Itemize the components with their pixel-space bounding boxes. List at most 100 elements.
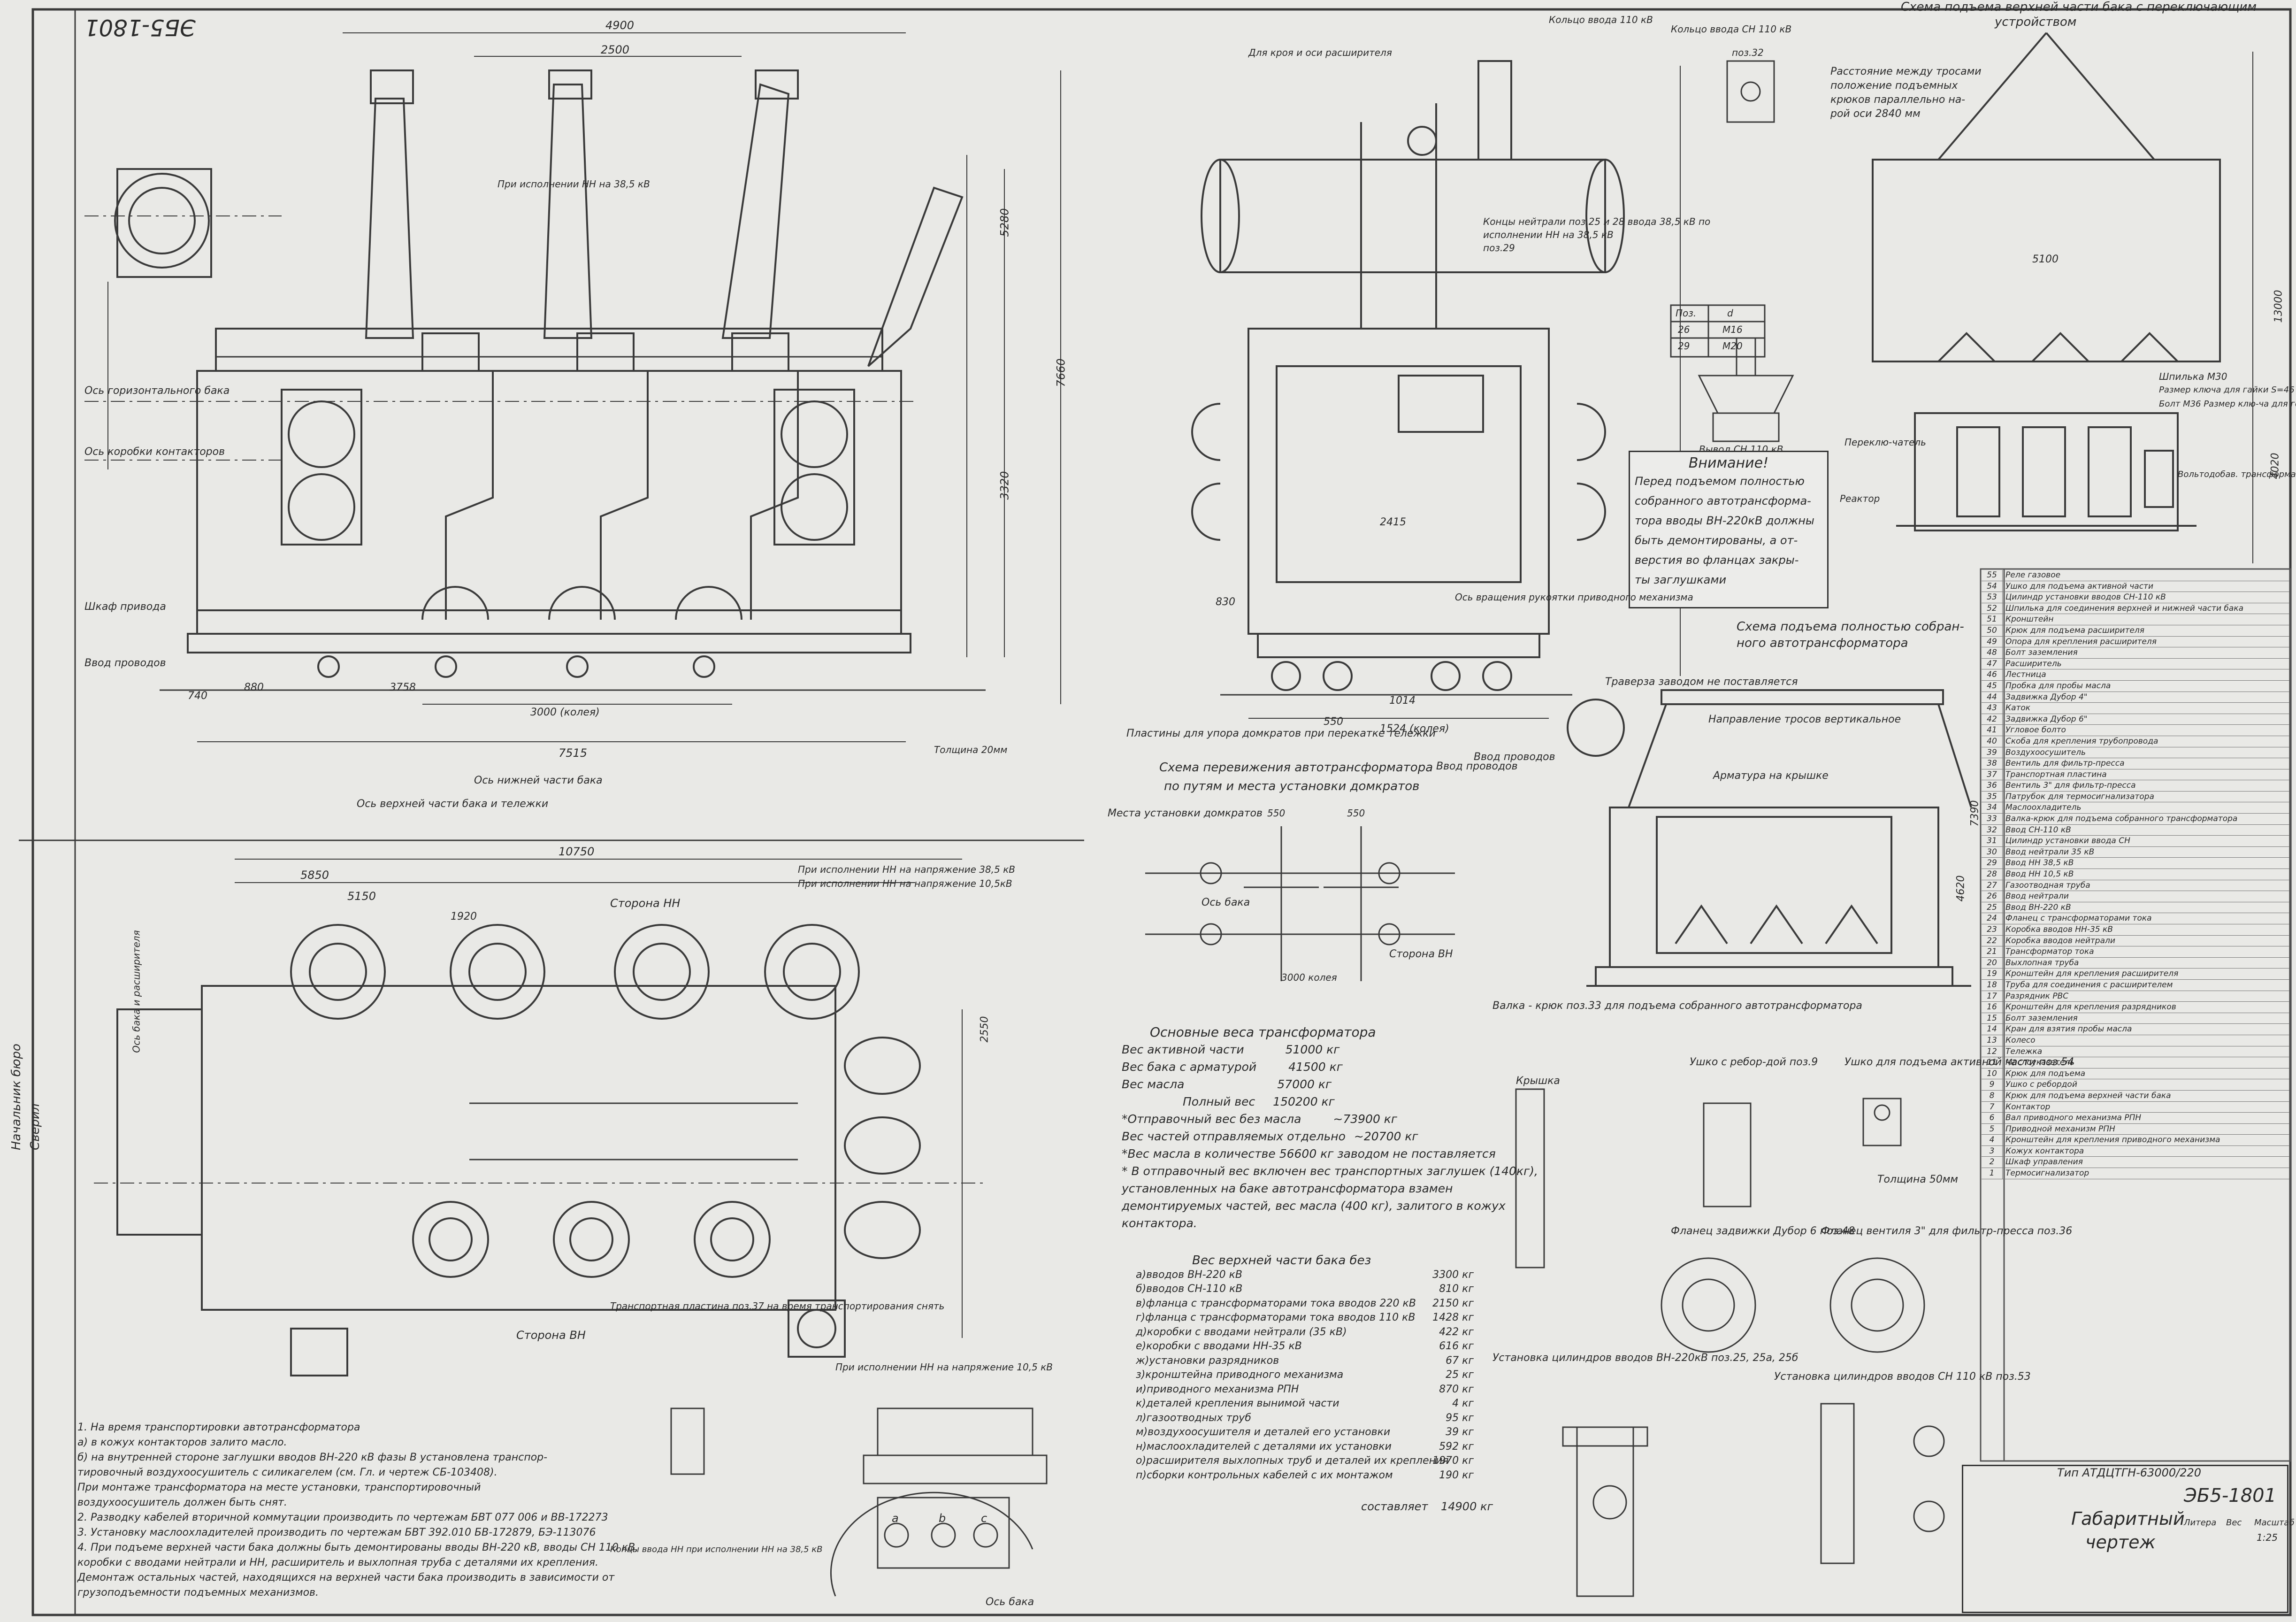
side-input-label: Ввод проводов bbox=[1474, 751, 1555, 763]
plan-nn-note-2: При исполнении НН на напряжение 10,5кВ bbox=[798, 878, 1012, 889]
upper-value: 39 кг bbox=[1446, 1426, 1474, 1438]
weight-line: установленных на баке автотрансформатора… bbox=[1122, 1180, 1544, 1197]
side-table-cell: М16 bbox=[1722, 324, 1743, 335]
full-scheme-title-1: Схема подъема полностью собран- bbox=[1737, 620, 1964, 634]
top-scheme-note-2: положение подъемных bbox=[1830, 80, 1958, 92]
side-dim-1014: 1014 bbox=[1389, 695, 1416, 707]
stamp-number: ЭБ5-1801 bbox=[84, 14, 196, 40]
front-dim-4900: 4900 bbox=[605, 19, 635, 32]
weight-line: Вес частей отправляемых отдельно ~20700 … bbox=[1122, 1128, 1544, 1145]
note-line: 4. При подъеме верхней части бака должны… bbox=[77, 1542, 639, 1553]
warning-line: Перед подъемом полностью bbox=[1635, 475, 1805, 488]
full-scheme-fitting: Арматура на крышке bbox=[1713, 770, 1829, 782]
bottom-notes: 1. На время транспортировки автотрансфор… bbox=[77, 1420, 781, 1600]
upper-label: б)вводов СН-110 кВ bbox=[1136, 1283, 1243, 1295]
upper-label: з)кронштейна приводного механизма bbox=[1136, 1369, 1344, 1381]
detail-phase-b: b bbox=[939, 1512, 946, 1525]
upper-label: в)фланца с трансформаторами тока вводов … bbox=[1136, 1297, 1416, 1309]
front-dim-3758: 3758 bbox=[390, 682, 416, 693]
parts-list-frame bbox=[1980, 568, 2291, 1462]
plan-dim-10750: 10750 bbox=[559, 845, 595, 858]
front-upper-axis: Ось верхней части бака и тележки bbox=[357, 798, 549, 810]
upper-value: 1428 кг bbox=[1432, 1312, 1474, 1323]
front-dim-5280: 5280 bbox=[998, 208, 1011, 237]
upper-label: д)коробки с вводами нейтрали (35 кВ) bbox=[1136, 1326, 1347, 1338]
upper-line: о)расширителя выхлопных труб и деталей и… bbox=[1136, 1454, 1474, 1468]
side-table-cell: 26 bbox=[1678, 324, 1690, 335]
weight-line: Вес масла 57000 кг bbox=[1122, 1076, 1544, 1093]
full-scheme-title-2: ного автотрансформатора bbox=[1737, 636, 1908, 650]
weight-label: Полный вес bbox=[1183, 1095, 1255, 1108]
side-dim-2415: 2415 bbox=[1380, 516, 1406, 528]
weight-label: Вес масла bbox=[1122, 1077, 1185, 1091]
full-scheme-dim-7390: 7390 bbox=[1969, 800, 1981, 827]
front-dim-3320: 3320 bbox=[998, 471, 1011, 500]
detail-phase-a: a bbox=[892, 1512, 899, 1525]
upper-label: е)коробки с вводами НН-35 кВ bbox=[1136, 1340, 1302, 1352]
side-stamp-1: Начальник бюро bbox=[9, 1044, 23, 1150]
plan-side-nn: Сторона НН bbox=[610, 897, 681, 910]
move-scheme bbox=[1145, 826, 1455, 981]
weight-value: 41500 кг bbox=[1288, 1060, 1343, 1074]
warning-line: ты заглушками bbox=[1635, 573, 1727, 586]
side-flange-pos: поз.32 bbox=[1732, 47, 1764, 58]
upper-label: л)газоотводных труб bbox=[1136, 1412, 1251, 1424]
side-flange-label-2: Кольцо ввода СН 110 кВ bbox=[1671, 23, 1792, 35]
detail-lift-ear: Ушко для подъема активной части поз.54 bbox=[1844, 1056, 2074, 1068]
detail-ear-title: Ушко с ребор-дой поз.9 bbox=[1690, 1056, 1818, 1068]
upper-value: 810 кг bbox=[1439, 1283, 1474, 1295]
side-dim-1524: 1524 (колея) bbox=[1380, 723, 1449, 735]
upper-total-value: 14900 кг bbox=[1441, 1500, 1493, 1513]
top-scheme-title-1: Схема подъема верхней части бака с перек… bbox=[1901, 0, 2257, 14]
front-dim-7515: 7515 bbox=[559, 746, 588, 760]
top-scheme-note-1: Расстояние между тросами bbox=[1830, 66, 1982, 77]
upper-value: 592 кг bbox=[1439, 1440, 1474, 1453]
upper-label: к)деталей крепления вынимой части bbox=[1136, 1398, 1339, 1409]
front-bushing-38: При исполнении НН на 38,5 кВ bbox=[497, 178, 650, 190]
top-scheme-dim-5100: 5100 bbox=[2032, 254, 2059, 265]
detail-ends-note: Концы ввода НН при исполнении НН на 38,5… bbox=[610, 1545, 823, 1554]
warning-title: Внимание! bbox=[1688, 455, 1769, 471]
upper-value: 67 кг bbox=[1446, 1354, 1474, 1367]
upper-value: 1970 кг bbox=[1432, 1455, 1474, 1467]
move-scheme-dim-550b: 550 bbox=[1347, 807, 1365, 819]
weight-line: Полный вес 150200 кг bbox=[1122, 1093, 1544, 1110]
move-scheme-input: Ввод проводов bbox=[1436, 761, 1518, 772]
top-scheme-key: Размер ключа для гайки S=46 bbox=[2159, 385, 2295, 395]
weight-label: контактора. bbox=[1122, 1216, 1197, 1230]
plan-nn-note-1: При исполнении НН на напряжение 38,5 кВ bbox=[798, 864, 1015, 875]
upper-line: б)вводов СН-110 кВ 810 кг bbox=[1136, 1282, 1474, 1297]
side-table-head-pos: Поз. bbox=[1676, 307, 1697, 319]
note-line: 1. На время транспортировки автотрансфор… bbox=[77, 1422, 360, 1433]
side-view bbox=[1191, 60, 1681, 719]
front-lower-axis: Ось нижней части бака bbox=[474, 775, 603, 786]
upper-line: м)воздухоосушителя и деталей его установ… bbox=[1136, 1425, 1474, 1440]
upper-label: а)вводов ВН-220 кВ bbox=[1136, 1268, 1243, 1281]
plan-dim-1920: 1920 bbox=[451, 911, 477, 922]
side-bushing-note-2: исполнении НН на 38,5 кВ bbox=[1483, 229, 1614, 240]
plan-view bbox=[94, 859, 986, 1376]
